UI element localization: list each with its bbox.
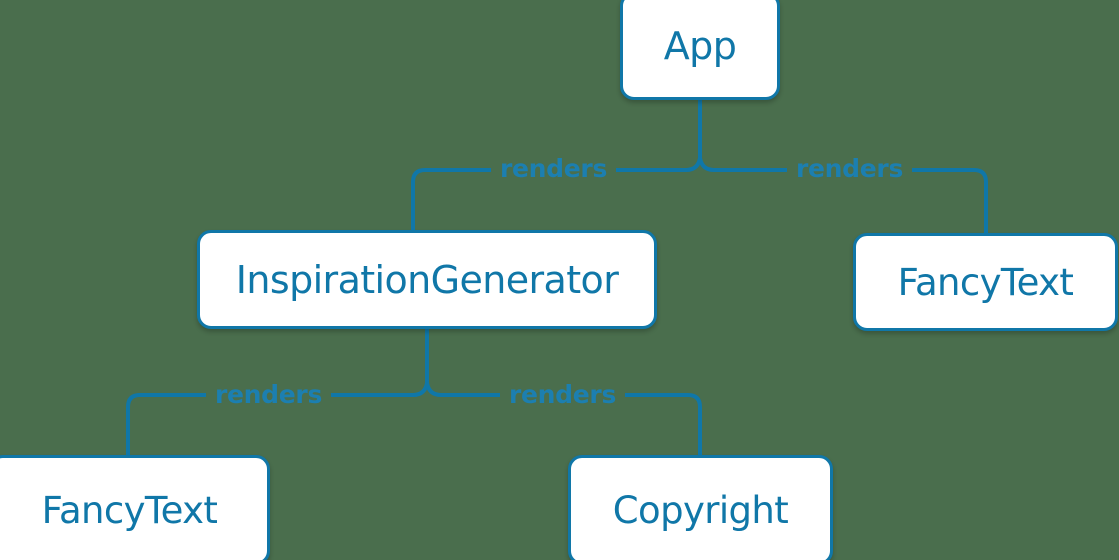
node-inspiration-generator-label: InspirationGenerator [235, 257, 619, 302]
edge-label-inspiration-to-copyright: renders [500, 382, 626, 407]
node-copyright[interactable]: Copyright [568, 455, 833, 560]
node-copyright-label: Copyright [612, 488, 789, 532]
edge-label-app-to-inspiration: renders [491, 156, 617, 181]
node-fancytext-right-label: FancyText [897, 260, 1074, 304]
node-app[interactable]: App [620, 0, 780, 100]
node-fancytext-bottom[interactable]: FancyText [0, 455, 270, 560]
edge-label-app-to-fancytext-right: renders [787, 156, 913, 181]
edge-label-inspiration-to-fancytext-bottom: renders [206, 382, 332, 407]
node-inspiration-generator[interactable]: InspirationGenerator [197, 230, 657, 329]
node-fancytext-bottom-label: FancyText [41, 488, 218, 532]
node-app-label: App [663, 24, 737, 68]
node-fancytext-right[interactable]: FancyText [853, 233, 1118, 331]
